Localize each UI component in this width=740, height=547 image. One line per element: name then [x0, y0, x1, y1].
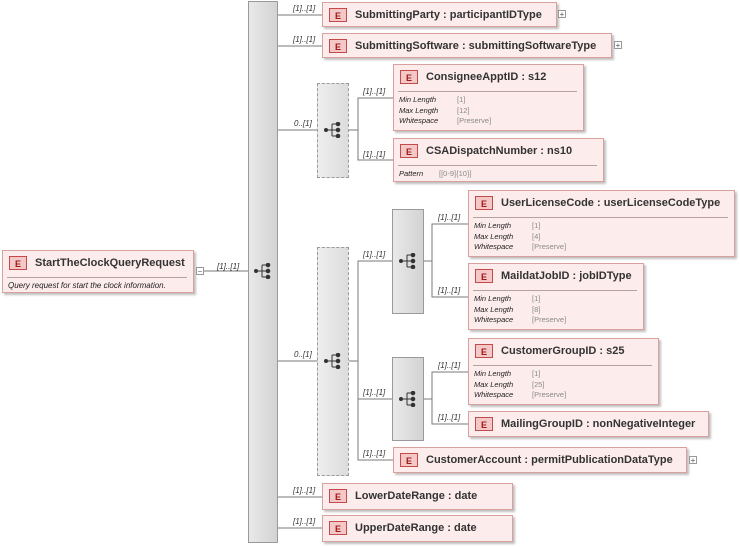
submitting-party-element[interactable]: E SubmittingParty : participantIDType: [322, 2, 557, 27]
choice-icon: [324, 122, 341, 138]
cardinality-label: [1]..[1]: [363, 250, 386, 259]
mailing-group-id-element[interactable]: E MailingGroupID : nonNegativeInteger: [468, 411, 709, 437]
sequence-icon: [399, 253, 416, 269]
facet-row: Min Length[1]: [474, 221, 541, 230]
separator: [7, 277, 187, 278]
facet-row: Whitespace[Preserve]: [474, 315, 567, 324]
element-name: CSADispatchNumber : ns10: [426, 145, 573, 157]
user-license-code-element[interactable]: E UserLicenseCode : userLicenseCodeType M…: [468, 190, 735, 257]
lower-date-range-element[interactable]: E LowerDateRange : date: [322, 483, 513, 510]
element-badge: E: [475, 269, 493, 283]
separator: [398, 165, 597, 166]
cardinality-label: [1]..[1]: [438, 361, 461, 370]
element-name: UpperDateRange : date: [355, 522, 477, 534]
cardinality-label: [1]..[1]: [438, 286, 461, 295]
cardinality-label: [1]..[1]: [363, 150, 386, 159]
submitting-software-element[interactable]: E SubmittingSoftware : submittingSoftware…: [322, 33, 612, 58]
element-badge: E: [400, 144, 418, 158]
consignee-appt-id-element[interactable]: E ConsigneeApptID : s12 Min Length[1] Max…: [393, 64, 584, 131]
element-name: LowerDateRange : date: [355, 490, 478, 502]
facet-row: Whitespace[Preserve]: [474, 242, 567, 251]
cardinality-label: 0..[1]: [294, 350, 312, 359]
sequence-icon: [399, 391, 416, 407]
sequence-compositor[interactable]: [248, 1, 278, 543]
element-name: ConsigneeApptID : s12: [426, 71, 547, 83]
facet-row: Pattern[[0-9]{10}]: [399, 169, 472, 178]
upper-date-range-element[interactable]: E UpperDateRange : date: [322, 515, 513, 542]
collapse-toggle-icon[interactable]: −: [196, 267, 204, 276]
cardinality-label: [1]..[1]: [363, 388, 386, 397]
facet-row: Min Length[1]: [399, 95, 466, 104]
expand-toggle-icon[interactable]: +: [689, 456, 697, 465]
cardinality-label: [1]..[1]: [293, 4, 316, 13]
expand-toggle-icon[interactable]: +: [558, 10, 566, 19]
separator: [473, 365, 652, 366]
element-badge: E: [329, 521, 347, 535]
element-badge: E: [400, 453, 418, 467]
cardinality-label: [1]..[1]: [363, 449, 386, 458]
element-badge: E: [475, 196, 493, 210]
facet-row: Max Length[4]: [474, 231, 541, 241]
root-documentation: Query request for start the clock inform…: [8, 281, 166, 290]
element-name: SubmittingParty : participantIDType: [355, 9, 542, 21]
separator: [398, 91, 577, 92]
element-name: SubmittingSoftware : submittingSoftwareT…: [355, 40, 597, 52]
cardinality-label: [1]..[1]: [293, 35, 316, 44]
element-badge: E: [329, 489, 347, 503]
element-name: MaildatJobID : jobIDType: [501, 270, 632, 282]
element-badge: E: [475, 344, 493, 358]
csa-dispatch-number-element[interactable]: E CSADispatchNumber : ns10 Pattern[[0-9]{…: [393, 138, 604, 182]
expand-toggle-icon[interactable]: +: [614, 41, 622, 50]
element-name: CustomerGroupID : s25: [501, 345, 625, 357]
cardinality-label: [1]..[1]: [217, 262, 240, 271]
cardinality-label: [1]..[1]: [293, 517, 316, 526]
separator: [473, 290, 637, 291]
element-badge: E: [475, 417, 493, 431]
facet-row: Max Length[25]: [474, 379, 545, 389]
cardinality-label: [1]..[1]: [438, 413, 461, 422]
facet-row: Whitespace[Preserve]: [399, 116, 492, 125]
cardinality-label: [1]..[1]: [363, 87, 386, 96]
element-badge: E: [329, 39, 347, 53]
root-element-box[interactable]: E StartTheClockQueryRequest Query request…: [2, 250, 194, 293]
facet-row: Max Length[12]: [399, 105, 470, 115]
facet-row: Max Length[8]: [474, 304, 541, 314]
facet-row: Min Length[1]: [474, 294, 541, 303]
cardinality-label: [1]..[1]: [438, 213, 461, 222]
cardinality-label: [1]..[1]: [293, 486, 316, 495]
separator: [473, 217, 728, 218]
customer-account-element[interactable]: E CustomerAccount : permitPublicationData…: [393, 447, 687, 473]
element-name: MailingGroupID : nonNegativeInteger: [501, 418, 696, 430]
element-name: CustomerAccount : permitPublicationDataT…: [426, 454, 673, 466]
facet-row: Whitespace[Preserve]: [474, 390, 567, 399]
cardinality-label: 0..[1]: [294, 119, 312, 128]
choice-icon: [324, 353, 341, 369]
element-badge: E: [329, 8, 347, 22]
sequence-icon: [254, 263, 271, 279]
customer-group-id-element[interactable]: E CustomerGroupID : s25 Min Length[1] Max…: [468, 338, 659, 405]
element-badge: E: [400, 70, 418, 84]
facet-row: Min Length[1]: [474, 369, 541, 378]
root-element-name: StartTheClockQueryRequest: [35, 257, 185, 269]
element-name: UserLicenseCode : userLicenseCodeType: [501, 197, 721, 209]
element-badge: E: [9, 256, 27, 270]
